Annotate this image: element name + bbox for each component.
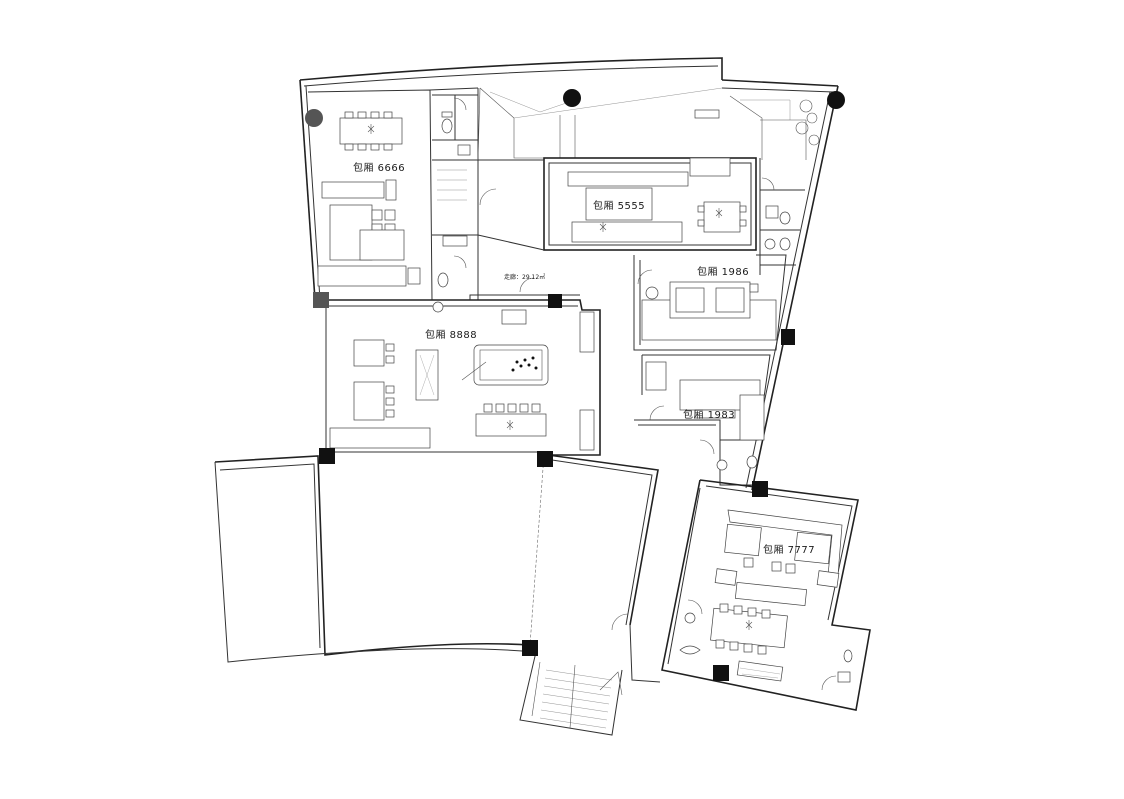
south-terrace (214, 454, 661, 683)
room-6666: 包厢 6666 (307, 87, 479, 301)
room-label-6666: 包厢 6666 (353, 161, 405, 174)
room-1986: 包厢 1986 (633, 254, 787, 351)
north-terrace (477, 87, 807, 161)
washroom-block-a (432, 88, 479, 301)
washroom-block-c (634, 419, 758, 486)
washroom-block-b (759, 158, 805, 275)
planter-icon (795, 99, 820, 146)
room-label-1986: 包厢 1986 (697, 265, 749, 278)
corridor-area-note: 走廊：29.12㎡ (504, 273, 545, 281)
room-5555: 包厢 5555 (543, 157, 757, 251)
room-8888: 包厢 8888 (318, 299, 601, 456)
structural-columns (305, 89, 845, 681)
corridor: 走廊：29.12㎡ (469, 159, 580, 300)
room-label-8888: 包厢 8888 (425, 328, 477, 341)
room-label-1983: 包厢 1983 (683, 408, 735, 421)
room-1983: 包厢 1983 (641, 354, 771, 441)
staircase (519, 651, 623, 736)
room-label-5555: 包厢 5555 (593, 199, 645, 212)
room-label-7777: 包厢 7777 (763, 543, 815, 556)
room-7777: 包厢 7777 (661, 479, 871, 711)
